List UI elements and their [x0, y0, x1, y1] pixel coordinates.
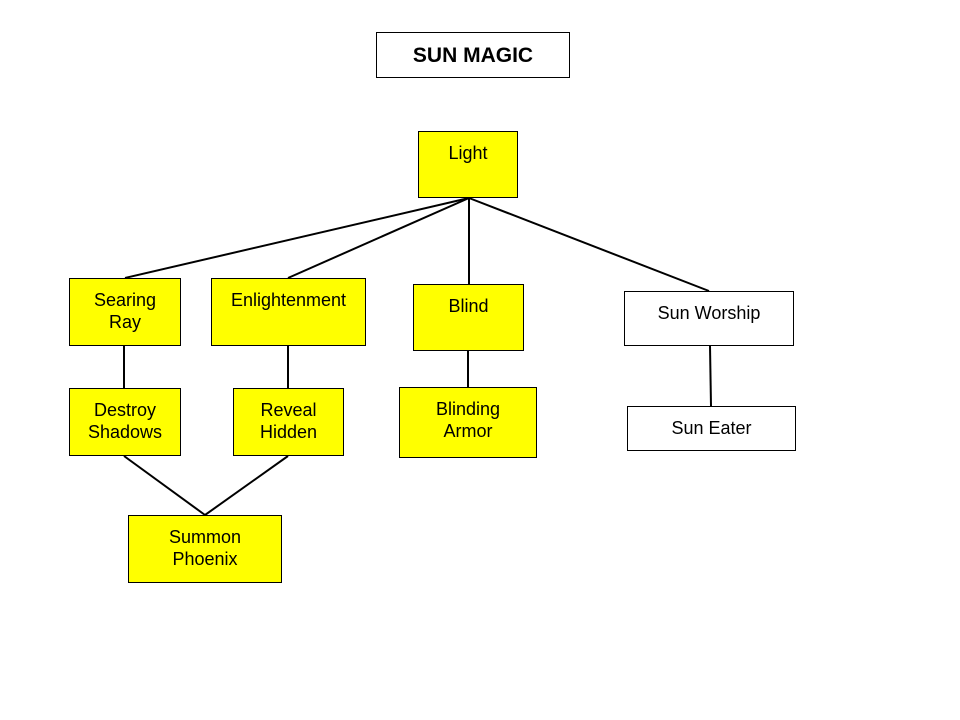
node-destroy-shadows: Destroy Shadows [69, 388, 181, 456]
node-sun-eater: Sun Eater [627, 406, 796, 451]
node-searing-ray: Searing Ray [69, 278, 181, 346]
edge-light-sun-worship [468, 197, 710, 292]
node-blind: Blind [413, 284, 524, 351]
edge-sun-worship-sun-eater [709, 345, 712, 407]
node-summon-phoenix: Summon Phoenix [128, 515, 282, 583]
edge-light-enlightenment [287, 197, 470, 279]
node-light: Light [418, 131, 518, 198]
node-sun-worship: Sun Worship [624, 291, 794, 346]
edge-light-searing-ray [124, 197, 470, 279]
diagram-title: SUN MAGIC [376, 32, 570, 78]
node-blinding-armor: Blinding Armor [399, 387, 537, 458]
node-enlightenment: Enlightenment [211, 278, 366, 346]
edge-destroy-shadows-summon-phoenix [123, 455, 206, 516]
edge-reveal-hidden-summon-phoenix [204, 455, 289, 516]
node-reveal-hidden: Reveal Hidden [233, 388, 344, 456]
